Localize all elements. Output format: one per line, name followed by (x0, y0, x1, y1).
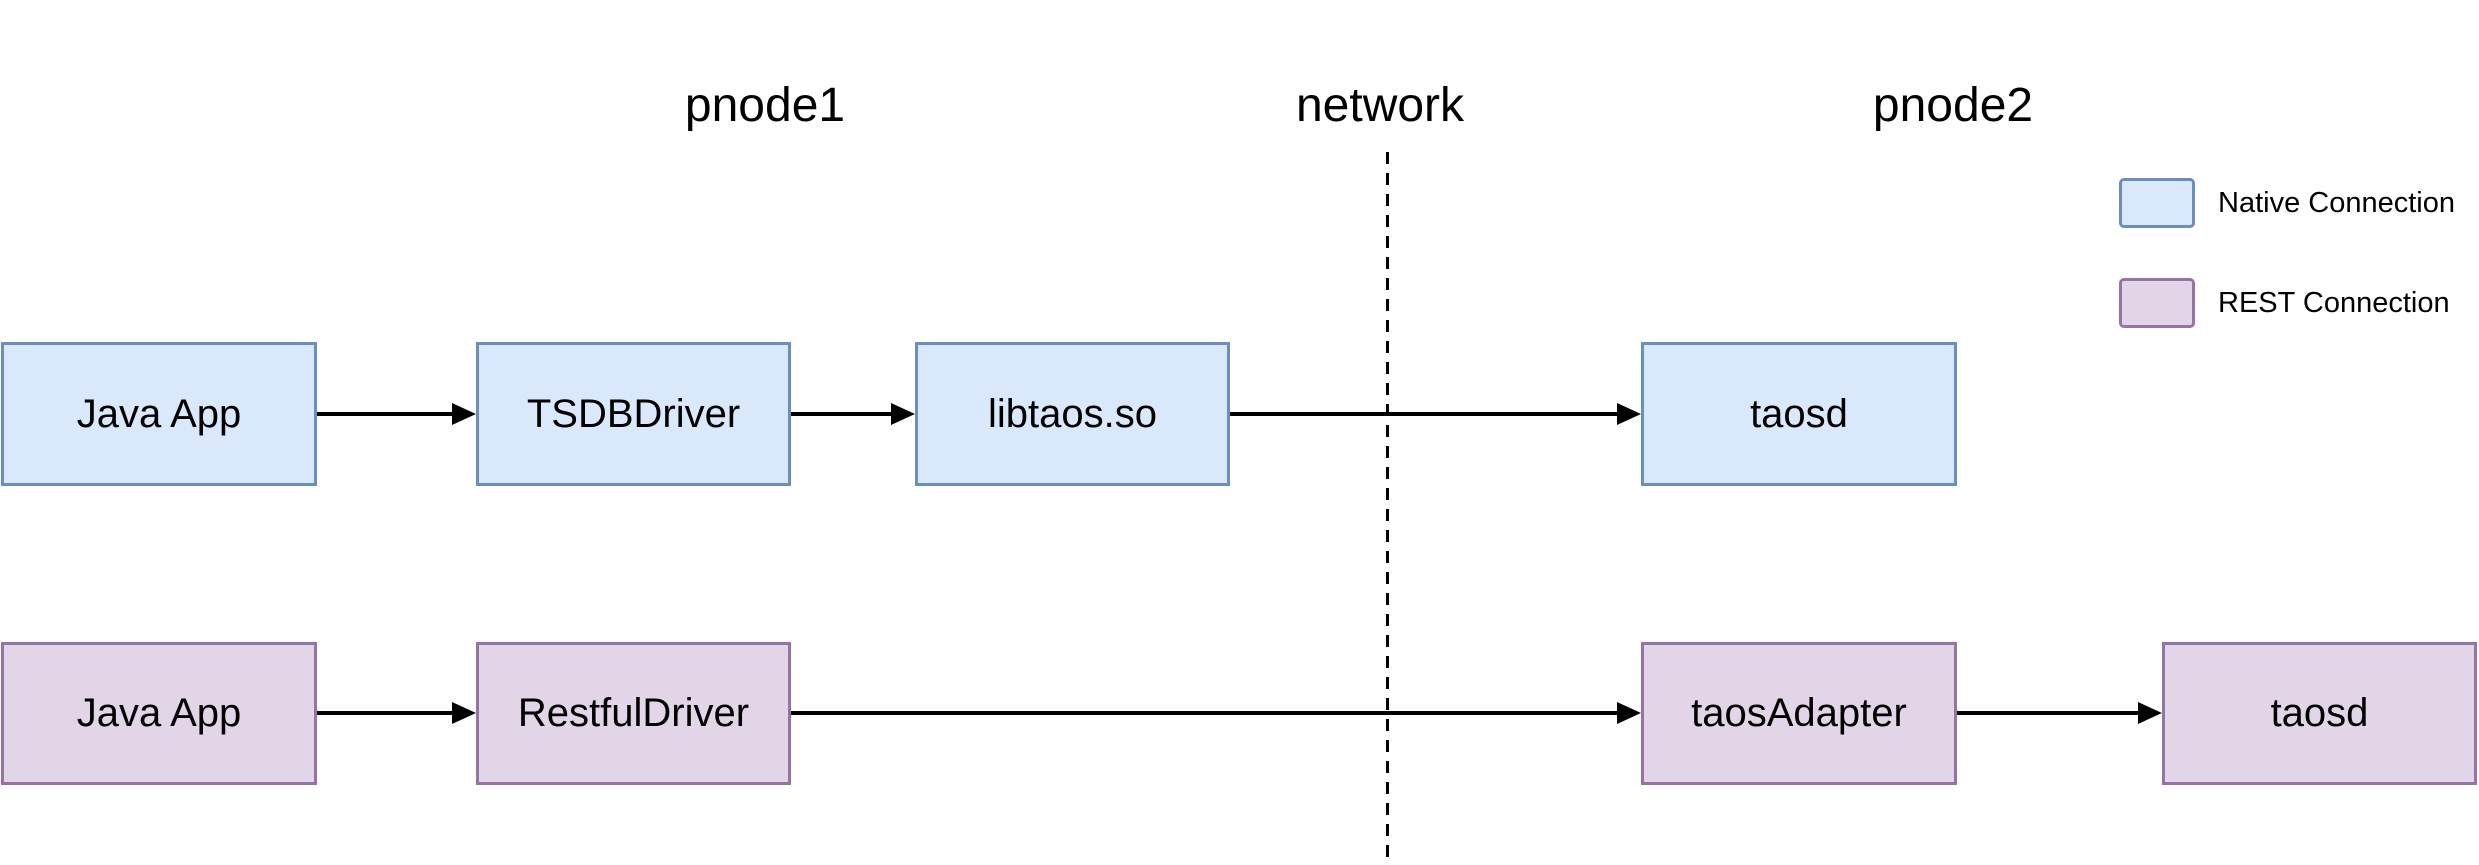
legend-swatch-native-connection (2119, 178, 2195, 228)
arrow-java-app-to-restfuldriver (317, 702, 476, 724)
column-title-network: network (1295, 79, 1465, 132)
arrow-tsdbdriver-to-libtaos (791, 403, 915, 425)
column-title-pnode1: pnode1 (684, 79, 846, 132)
node-taosadapter: taosAdapter (1641, 642, 1957, 785)
node-taosd-rest: taosd (2162, 642, 2477, 785)
legend-label-native-connection: Native Connection (2218, 187, 2455, 219)
arrowhead-icon (1617, 702, 1641, 724)
arrowhead-icon (1617, 403, 1641, 425)
arrow-shaft (317, 711, 456, 715)
arrow-java-app-to-tsdbdriver (317, 403, 476, 425)
arrow-taosadapter-to-taosd (1957, 702, 2162, 724)
node-label: TSDBDriver (526, 391, 741, 436)
node-label: taosAdapter (1691, 691, 1907, 735)
arrowhead-icon (2138, 702, 2162, 724)
arrowhead-icon (452, 403, 476, 425)
arrow-libtaos-to-taosd (1230, 403, 1641, 425)
arrow-shaft (791, 412, 895, 416)
node-label: Java App (76, 391, 242, 436)
node-label: taosd (1750, 391, 1848, 436)
arrow-shaft (317, 412, 456, 416)
arrow-shaft (791, 711, 1621, 715)
node-label: Java App (76, 691, 242, 735)
arrow-restfuldriver-to-taosadapter (791, 702, 1641, 724)
node-taosd-native: taosd (1641, 342, 1957, 486)
node-java-app-rest: Java App (1, 642, 317, 785)
arrowhead-icon (891, 403, 915, 425)
node-label: libtaos.so (988, 391, 1157, 436)
network-boundary-line (1386, 152, 1389, 865)
node-tsdbdriver: TSDBDriver (476, 342, 791, 486)
legend-label-rest-connection: REST Connection (2218, 287, 2450, 319)
node-label: taosd (2270, 691, 2369, 735)
arrow-shaft (1230, 412, 1621, 416)
node-java-app-native: Java App (1, 342, 317, 486)
column-title-pnode2: pnode2 (1872, 79, 2034, 132)
arrowhead-icon (452, 702, 476, 724)
legend-swatch-rest-connection (2119, 278, 2195, 328)
arrow-shaft (1957, 711, 2142, 715)
node-restfuldriver: RestfulDriver (476, 642, 791, 785)
node-libtaos-so: libtaos.so (915, 342, 1230, 486)
node-label: RestfulDriver (517, 691, 750, 735)
